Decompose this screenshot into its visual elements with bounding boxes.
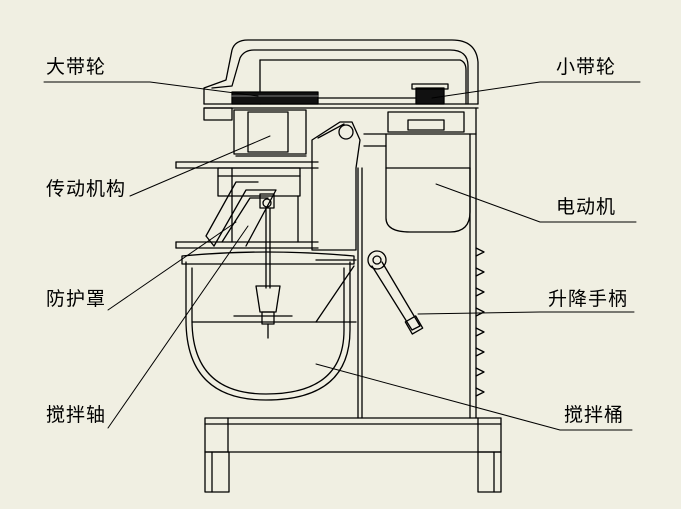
head-cover — [203, 39, 479, 121]
machine-column — [357, 107, 485, 419]
lift-arm — [311, 121, 361, 261]
leader-stir-bowl — [315, 363, 633, 431]
motor — [363, 111, 477, 233]
leader-lift-handle — [417, 311, 635, 315]
leader-guard — [107, 221, 237, 311]
label-motor: 电动机 — [556, 196, 617, 218]
machine-base — [204, 417, 502, 493]
leader-motor — [435, 183, 637, 223]
label-stir-bowl: 搅拌桶 — [564, 404, 625, 426]
label-small-pulley: 小带轮 — [556, 56, 617, 78]
small-pulley — [411, 83, 449, 105]
leader-transmission — [129, 135, 271, 197]
stir-shaft — [233, 207, 293, 339]
guard — [205, 181, 277, 247]
label-stir-shaft: 搅拌轴 — [46, 404, 107, 426]
leader-stir-shaft — [107, 225, 249, 429]
label-large-pulley: 大带轮 — [46, 56, 107, 78]
stir-bowl — [181, 251, 357, 401]
leader-large-pulley — [43, 81, 259, 97]
label-lift-handle: 升降手柄 — [548, 288, 629, 310]
transmission-mechanism — [175, 109, 319, 249]
leader-lines — [43, 81, 641, 431]
leader-small-pulley — [431, 81, 641, 99]
label-transmission: 传动机构 — [46, 178, 127, 200]
lift-handle — [367, 250, 424, 335]
label-guard: 防护罩 — [46, 288, 107, 310]
